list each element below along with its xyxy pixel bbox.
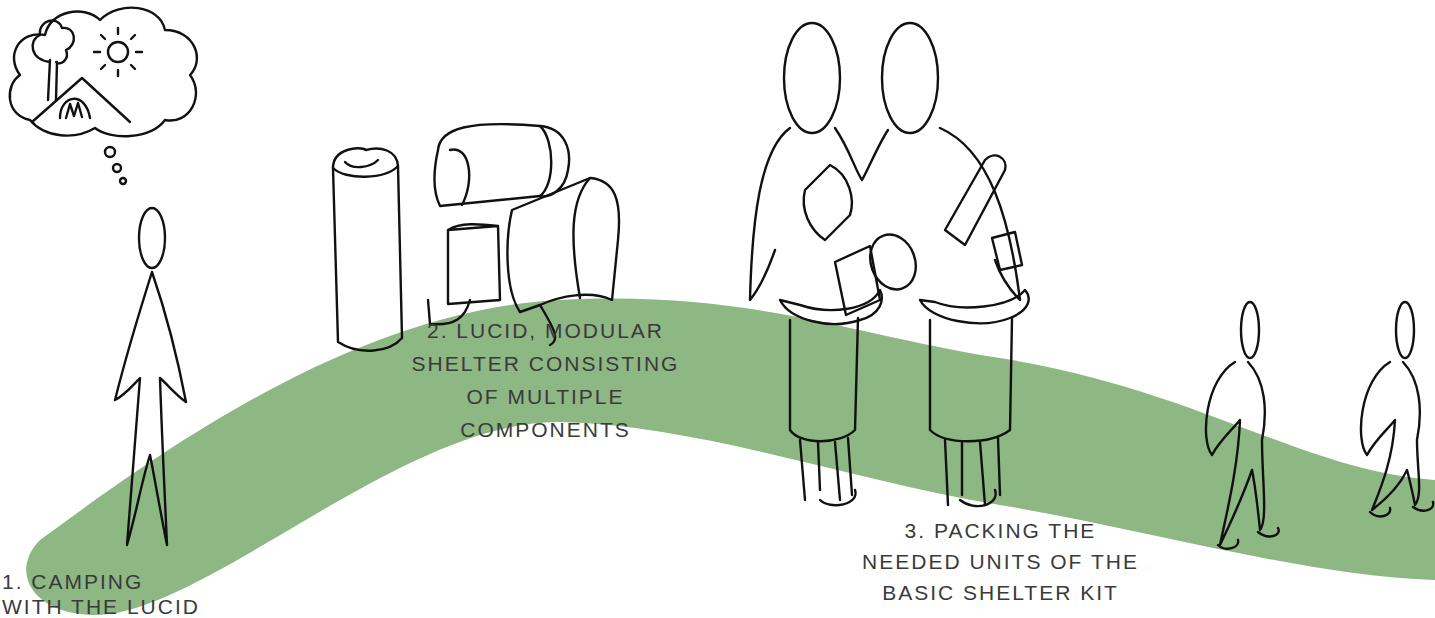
step-caption: 1. CAMPING WITH THE LUCID: [2, 569, 208, 618]
shelter-components: [333, 124, 619, 351]
walking-figures: [1206, 302, 1433, 549]
camper-figure: [115, 208, 186, 545]
green-path-band: [26, 299, 1435, 616]
thought-bubble: [10, 8, 197, 184]
step-caption: 3. PACKING THE NEEDED UNITS OF THE BASIC…: [858, 515, 1143, 608]
packing-figures: [750, 23, 1029, 506]
step-caption: 2. LUCID, MODULAR SHELTER CONSISTING OF …: [408, 314, 683, 446]
